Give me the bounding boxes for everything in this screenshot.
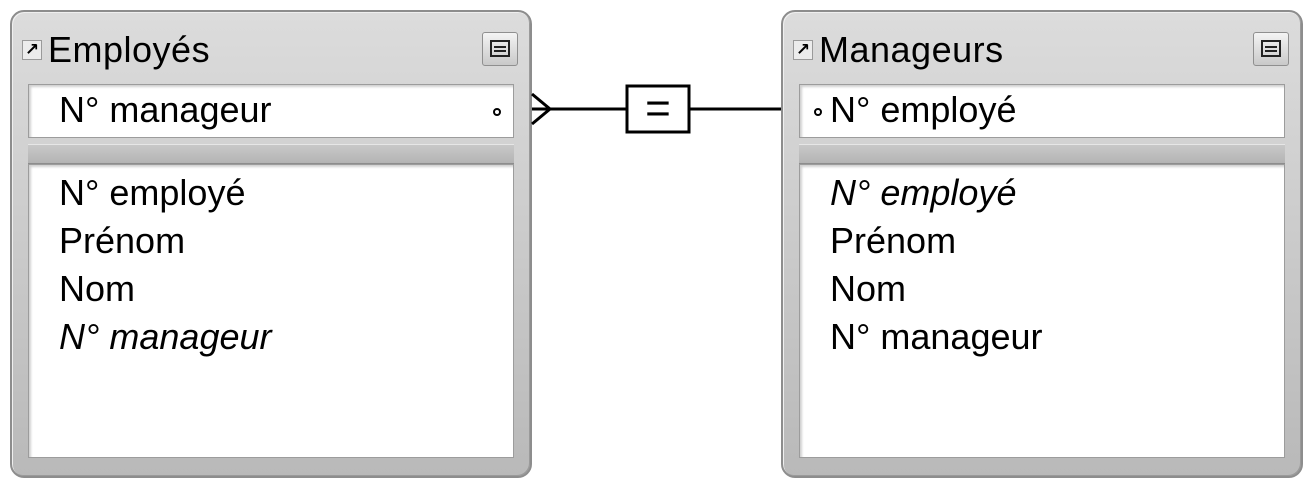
table-manageurs[interactable]: ↗ Manageurs N° employé N° employé Prénom… [781,10,1303,478]
table-title-bar[interactable]: ↗ Manageurs [783,12,1301,82]
field-list[interactable]: N° employé Prénom Nom N° manageur [799,164,1285,458]
key-field-dot-icon [814,108,822,116]
relationship-operator: = [645,84,671,133]
table-title: Employés [48,29,211,70]
key-field-dot-icon [493,108,501,116]
collapse-button[interactable] [1253,32,1289,66]
table-title-bar[interactable]: ↗ Employés [12,12,530,82]
table-employes[interactable]: ↗ Employés N° manageur N° employé Prénom… [10,10,532,478]
field-item[interactable]: Prénom [59,220,186,261]
collapse-table-icon [1261,40,1281,57]
arrow-up-right-icon[interactable]: ↗ [22,40,42,60]
collapse-table-icon [490,40,510,57]
panel-divider[interactable] [28,144,514,164]
field-item[interactable]: N° employé [830,172,1017,213]
field-item[interactable]: Prénom [830,220,957,261]
collapse-button[interactable] [482,32,518,66]
arrow-up-right-icon[interactable]: ↗ [793,40,813,60]
field-item[interactable]: N° manageur [59,316,272,357]
panel-divider[interactable] [799,144,1285,164]
field-item[interactable]: N° employé [59,172,246,213]
field-list[interactable]: N° employé Prénom Nom N° manageur [28,164,514,458]
key-field: N° employé [830,89,1017,130]
field-item[interactable]: Nom [830,268,907,309]
key-field: N° manageur [59,89,272,130]
relationship-operator-box[interactable] [625,84,691,134]
field-item[interactable]: N° manageur [830,316,1043,357]
field-item[interactable]: Nom [59,268,136,309]
key-field-panel[interactable]: N° employé [799,84,1285,138]
key-field-panel[interactable]: N° manageur [28,84,514,138]
table-title: Manageurs [819,29,1004,70]
crows-foot-icon [531,92,553,126]
